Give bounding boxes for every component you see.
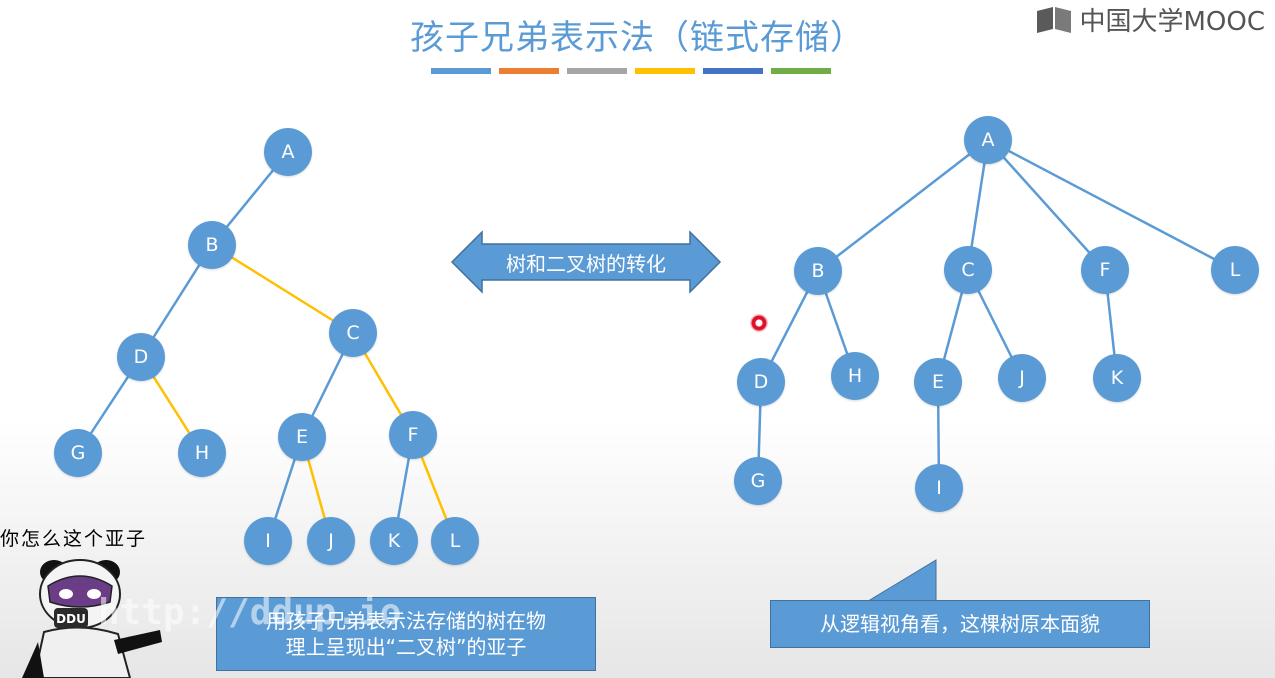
right-node-A: A — [964, 116, 1012, 164]
meme-caption: 你怎么这个亚子 — [0, 528, 148, 550]
logo-text: 中国大学MOOC — [1079, 6, 1265, 37]
left-node-C: C — [329, 309, 377, 357]
left-node-I: I — [244, 517, 292, 565]
mooc-logo: 中国大学MOOC — [1035, 2, 1265, 37]
book-icon — [1037, 7, 1072, 33]
left-node-G: G — [54, 429, 102, 477]
right-node-J: J — [998, 354, 1046, 402]
right-node-D: D — [737, 358, 785, 406]
left-callout-line-1: 用孩子兄弟表示法存储的树在物 — [266, 609, 546, 633]
left-callout: 用孩子兄弟表示法存储的树在物 理上呈现出“二叉树”的亚子 — [216, 597, 596, 671]
color-bar-segment — [703, 68, 763, 74]
edge-rA-rF — [987, 139, 1106, 271]
left-node-K: K — [370, 517, 418, 565]
color-bar-segment — [771, 68, 831, 74]
color-bar-segment — [499, 68, 559, 74]
left-node-F: F — [389, 411, 437, 459]
panda-meme-sticker: DDU — [22, 559, 162, 678]
left-node-E: E — [278, 413, 326, 461]
edge-rA-rL — [987, 138, 1236, 272]
arrow-label: 树和二叉树的转化 — [506, 251, 666, 276]
left-node-J: J — [307, 517, 355, 565]
color-bar-segment — [431, 68, 491, 74]
right-node-K: K — [1093, 354, 1141, 402]
right-node-E: E — [914, 358, 962, 406]
right-node-C: C — [944, 246, 992, 294]
laser-pointer-dot — [750, 314, 768, 332]
left-node-D: D — [117, 333, 165, 381]
edge-B-C — [211, 243, 354, 335]
right-node-L: L — [1211, 246, 1259, 294]
slide-title: 孩子兄弟表示法（链式存储） — [410, 18, 865, 58]
edge-rA-rB — [817, 139, 989, 272]
left-node-A: A — [264, 128, 312, 176]
left-node-L: L — [431, 517, 479, 565]
right-node-F: F — [1081, 246, 1129, 294]
right-node-H: H — [831, 352, 879, 400]
double-arrow-icon — [450, 230, 722, 294]
sticker-badge: DDU — [56, 612, 86, 626]
color-bar-segment — [635, 68, 695, 74]
right-node-G: G — [734, 457, 782, 505]
right-callout: 从逻辑视角看，这棵树原本面貌 — [770, 600, 1150, 648]
left-callout-line-2: 理上呈现出“二叉树”的亚子 — [285, 635, 527, 659]
left-node-H: H — [178, 429, 226, 477]
right-node-B: B — [794, 247, 842, 295]
color-bar-segment — [567, 68, 627, 74]
left-node-B: B — [188, 221, 236, 269]
right-node-I: I — [915, 464, 963, 512]
watermark-text: http://ddup.io — [98, 592, 402, 633]
